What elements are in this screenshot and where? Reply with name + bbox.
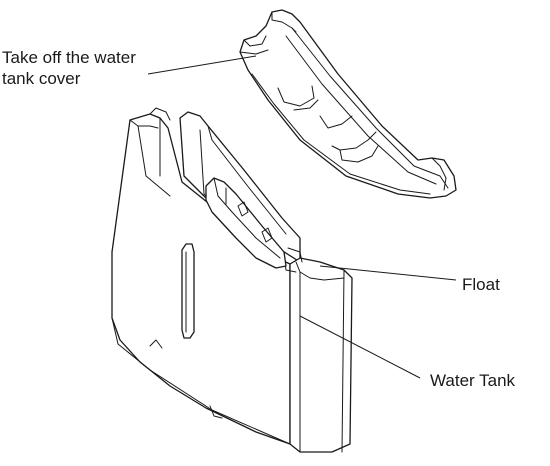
tank-body (111, 107, 353, 453)
cover-label-line1: Take off the water (2, 48, 136, 67)
float-label: Float (462, 275, 500, 294)
float (205, 177, 287, 269)
cover-leader-line (147, 55, 257, 75)
water-tank-label: Water Tank (430, 371, 516, 390)
tank-leader-line (299, 315, 421, 379)
cover-label-line2: tank cover (2, 69, 81, 88)
tank-cover (239, 9, 457, 199)
float-leader-line (319, 265, 457, 281)
